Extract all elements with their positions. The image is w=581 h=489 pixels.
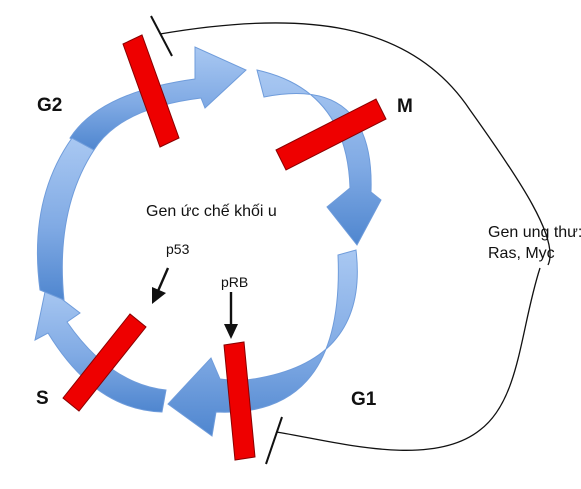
arrow-s-to-g2 [34, 286, 167, 413]
phase-label-g1: G1 [351, 389, 377, 410]
checkpoint-bars [62, 34, 387, 461]
p53-label: p53 [166, 241, 190, 257]
prb-label: pRB [221, 274, 248, 290]
oncogene-label-line1: Gen ung thư: [488, 224, 581, 241]
arrow-g1-to-s [167, 249, 358, 437]
block-bar-s [62, 313, 147, 412]
arrow-s-to-g2-upper [36, 137, 95, 301]
block-bar-m [275, 98, 387, 171]
tumor-suppressor-label: Gen ức chế khối u [146, 203, 277, 220]
bottom-inhibition-bar [265, 416, 283, 465]
phase-label-s: S [36, 388, 49, 409]
prb-arrowhead [224, 324, 238, 339]
block-bar-g1 [223, 341, 256, 461]
block-bar-g2 [122, 34, 180, 148]
suppressor-pointers [152, 267, 238, 339]
oncogene-inhibition-line [159, 22, 551, 451]
phase-label-g2: G2 [37, 95, 62, 116]
top-inhibition-bar [150, 15, 173, 57]
phase-label-m: M [397, 96, 413, 117]
p53-pointer-line [156, 267, 170, 292]
oncogene-label-line2: Ras, Myc [488, 245, 555, 262]
p53-arrowhead [152, 287, 166, 304]
